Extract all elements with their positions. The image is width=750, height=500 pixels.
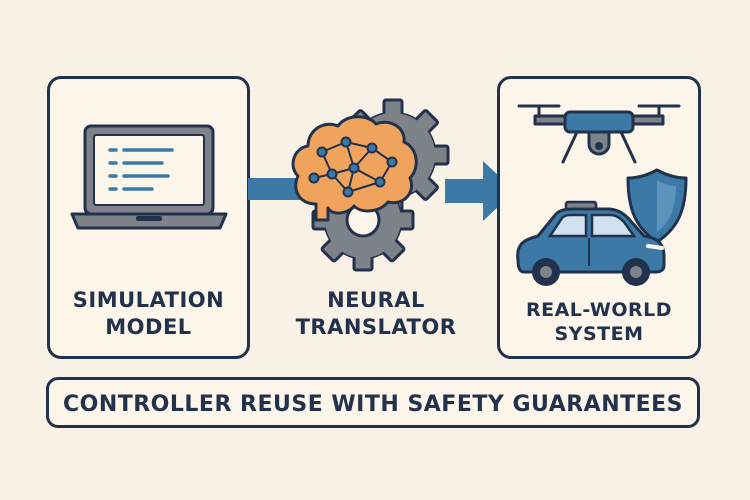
summary-text: CONTROLLER REUSE WITH SAFETY GUARANTEES <box>62 392 684 417</box>
real-world-label-line2: SYSTEM <box>554 323 644 346</box>
car-icon <box>516 200 666 286</box>
brain-network-icon <box>291 115 418 222</box>
arrow-right-icon <box>248 178 306 200</box>
translator-label-line1: NEURAL <box>327 288 425 312</box>
simulation-model-label: SIMULATION MODEL <box>47 287 250 341</box>
neural-translator-label: NEURAL TRANSLATOR <box>290 287 462 341</box>
summary-banner: CONTROLLER REUSE WITH SAFETY GUARANTEES <box>46 377 700 428</box>
drone-icon <box>517 104 681 164</box>
laptop-icon <box>70 124 228 230</box>
shield-icon <box>626 168 688 244</box>
simulation-label-line1: SIMULATION <box>72 288 225 312</box>
real-world-system-label: REAL-WORLD SYSTEM <box>497 298 701 347</box>
real-world-label-line1: REAL-WORLD <box>525 299 673 321</box>
translator-label-line2: TRANSLATOR <box>295 314 457 339</box>
simulation-label-line2: MODEL <box>105 314 192 339</box>
